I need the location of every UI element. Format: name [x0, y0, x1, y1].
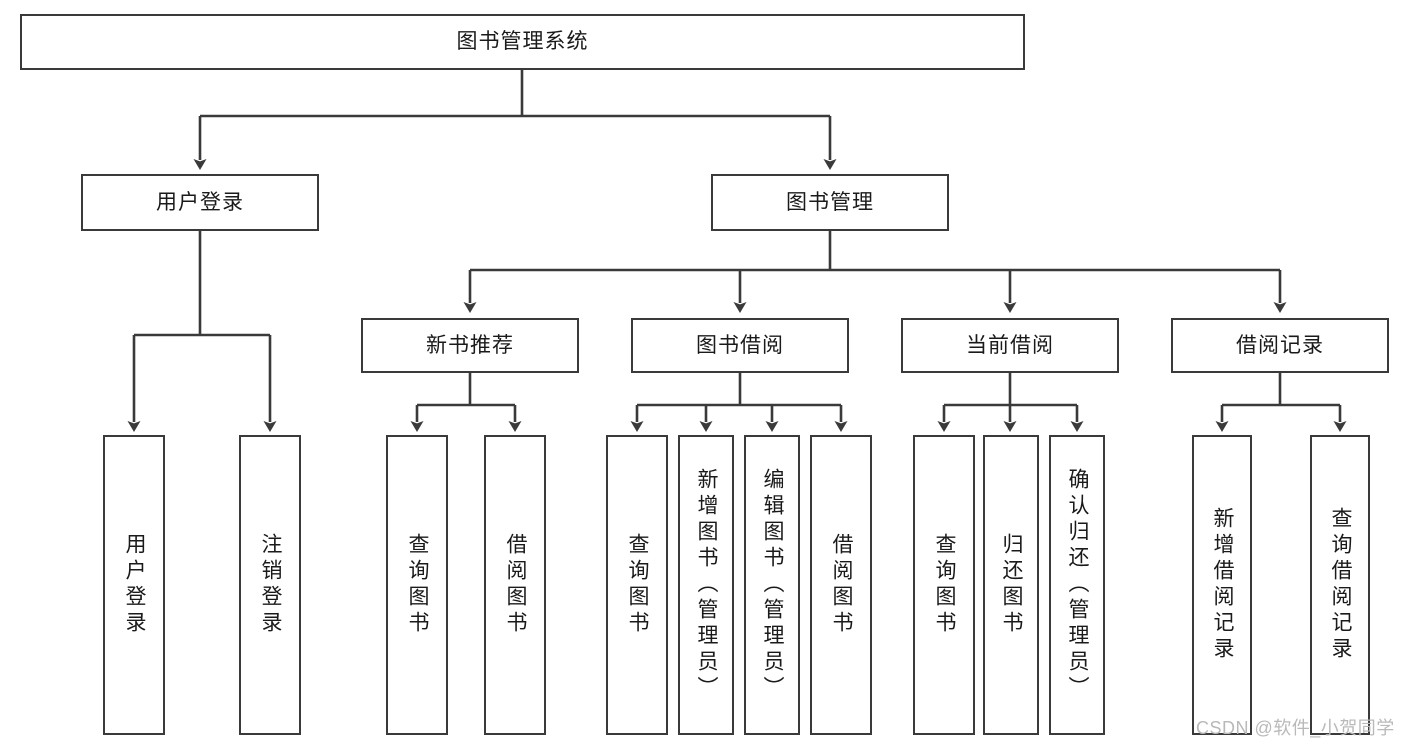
leaf-add-book-label: 新增图书（管理员） — [695, 468, 719, 702]
node-current-borrow-label: 当前借阅 — [966, 333, 1054, 357]
node-user-login[interactable]: 用户登录 — [81, 174, 319, 231]
leaf-user-login-label: 用户登录 — [123, 533, 147, 637]
csdn-watermark: CSDN @软件_小贺同学 — [1196, 718, 1395, 738]
leaf-add-book[interactable]: 新增图书（管理员） — [678, 435, 734, 735]
leaf-borrow-book-2-label: 借阅图书 — [830, 533, 854, 637]
leaf-logout-login[interactable]: 注销登录 — [239, 435, 301, 735]
leaf-confirm-return[interactable]: 确认归还（管理员） — [1049, 435, 1105, 735]
leaf-query-book-1[interactable]: 查询图书 — [386, 435, 448, 735]
node-book-borrow-label: 图书借阅 — [696, 333, 784, 357]
node-borrow-record-label: 借阅记录 — [1236, 333, 1324, 357]
node-root[interactable]: 图书管理系统 — [20, 14, 1025, 70]
node-new-book-recommend-label: 新书推荐 — [426, 333, 514, 357]
leaf-return-book-label: 归还图书 — [1000, 533, 1024, 637]
leaf-query-book-3-label: 查询图书 — [933, 533, 957, 637]
leaf-user-login[interactable]: 用户登录 — [103, 435, 165, 735]
node-book-manage[interactable]: 图书管理 — [711, 174, 949, 231]
leaf-add-record[interactable]: 新增借阅记录 — [1192, 435, 1252, 735]
node-user-login-label: 用户登录 — [156, 190, 244, 214]
leaf-logout-login-label: 注销登录 — [259, 533, 283, 637]
node-book-borrow[interactable]: 图书借阅 — [631, 318, 849, 373]
leaf-borrow-book-1[interactable]: 借阅图书 — [484, 435, 546, 735]
leaf-add-record-label: 新增借阅记录 — [1211, 507, 1235, 663]
leaf-query-book-2-label: 查询图书 — [626, 533, 650, 637]
leaf-borrow-book-2[interactable]: 借阅图书 — [810, 435, 872, 735]
leaf-return-book[interactable]: 归还图书 — [983, 435, 1039, 735]
leaf-query-book-1-label: 查询图书 — [406, 533, 430, 637]
leaf-query-book-3[interactable]: 查询图书 — [913, 435, 975, 735]
leaf-query-book-2[interactable]: 查询图书 — [606, 435, 668, 735]
node-book-manage-label: 图书管理 — [786, 190, 874, 214]
leaf-edit-book-label: 编辑图书（管理员） — [761, 468, 785, 702]
leaf-query-record-label: 查询借阅记录 — [1329, 507, 1353, 663]
node-current-borrow[interactable]: 当前借阅 — [901, 318, 1119, 373]
leaf-query-record[interactable]: 查询借阅记录 — [1310, 435, 1370, 735]
leaf-edit-book[interactable]: 编辑图书（管理员） — [744, 435, 800, 735]
leaf-borrow-book-1-label: 借阅图书 — [504, 533, 528, 637]
leaf-confirm-return-label: 确认归还（管理员） — [1066, 468, 1090, 702]
node-borrow-record[interactable]: 借阅记录 — [1171, 318, 1389, 373]
node-root-label: 图书管理系统 — [456, 30, 589, 54]
node-new-book-recommend[interactable]: 新书推荐 — [361, 318, 579, 373]
